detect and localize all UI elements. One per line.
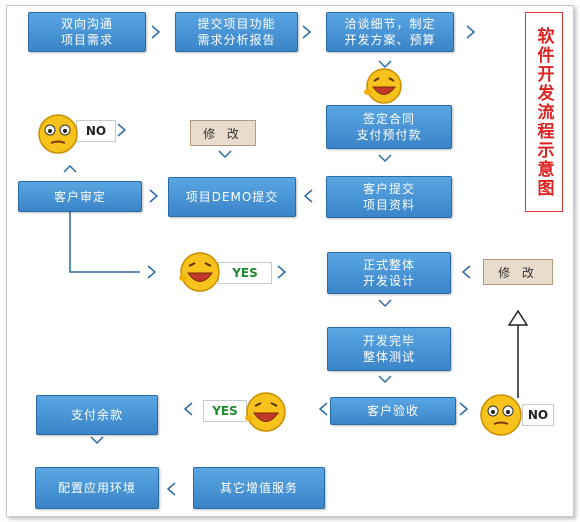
- step-label: 签定合同 支付预付款: [356, 112, 422, 142]
- step-testing[interactable]: 开发完毕 整体测试: [327, 327, 451, 371]
- diagram-title-text: 软件开发流程示意图: [533, 26, 554, 198]
- step-formal-development[interactable]: 正式整体 开发设计: [327, 252, 451, 294]
- step-client-acceptance[interactable]: 客户验收: [330, 397, 456, 425]
- step-label: 项目DEMO提交: [185, 190, 279, 204]
- step-sign-contract[interactable]: 签定合同 支付预付款: [326, 105, 452, 149]
- step-client-submit-materials[interactable]: 客户提交 项目资料: [326, 176, 452, 218]
- chevron-right-icon: [117, 25, 476, 416]
- laughing-smiley-icon: [245, 392, 286, 432]
- no-label-top: NO: [76, 120, 116, 142]
- step-label: 洽谈细节，制定 开发方案、预算: [344, 17, 436, 47]
- chevron-left-icon: [166, 189, 471, 496]
- step-label: 客户验收: [366, 404, 419, 418]
- step-label: 双向沟通 项目需求: [60, 17, 113, 47]
- step-pay-balance[interactable]: 支付余款: [36, 395, 158, 435]
- diagram-title: 软件开发流程示意图: [525, 12, 563, 212]
- step-label: 开发完毕 整体测试: [362, 334, 415, 364]
- step-client-review[interactable]: 客户审定: [18, 181, 142, 212]
- thinking-smiley-icon: [480, 394, 522, 436]
- thinking-smiley-icon: [38, 114, 78, 154]
- review-to-yes-line: [69, 212, 140, 273]
- step-label: 客户审定: [53, 189, 106, 204]
- step-communicate-requirements[interactable]: 双向沟通 项目需求: [28, 12, 146, 52]
- step-label: 支付余款: [70, 408, 123, 422]
- step-label: 配置应用环境: [57, 481, 136, 495]
- modify-tag-top[interactable]: 修 改: [190, 120, 256, 146]
- step-negotiate-plan-budget[interactable]: 洽谈细节，制定 开发方案、预算: [326, 12, 454, 52]
- yes-label-middle: YES: [218, 262, 272, 284]
- chevron-down-icon: [90, 60, 392, 445]
- step-submit-analysis-report[interactable]: 提交项目功能 需求分析报告: [175, 12, 298, 52]
- yes-label-bottom: YES: [203, 400, 247, 422]
- step-project-demo[interactable]: 项目DEMO提交: [168, 177, 296, 217]
- chevron-up-icon: [63, 164, 77, 173]
- step-label: 客户提交 项目资料: [362, 182, 415, 212]
- step-configure-environment[interactable]: 配置应用环境: [35, 467, 159, 509]
- step-label: 其它增值服务: [219, 481, 298, 495]
- no-label-bottom: NO: [522, 404, 554, 426]
- step-value-added-services[interactable]: 其它增值服务: [193, 467, 325, 509]
- step-label: 正式整体 开发设计: [362, 258, 415, 288]
- modify-tag-right[interactable]: 修 改: [483, 259, 553, 285]
- laughing-smiley-icon: [364, 68, 402, 104]
- up-arrow-icon: [507, 309, 529, 326]
- laughing-smiley-icon: [179, 252, 220, 292]
- step-label: 提交项目功能 需求分析报告: [197, 17, 276, 47]
